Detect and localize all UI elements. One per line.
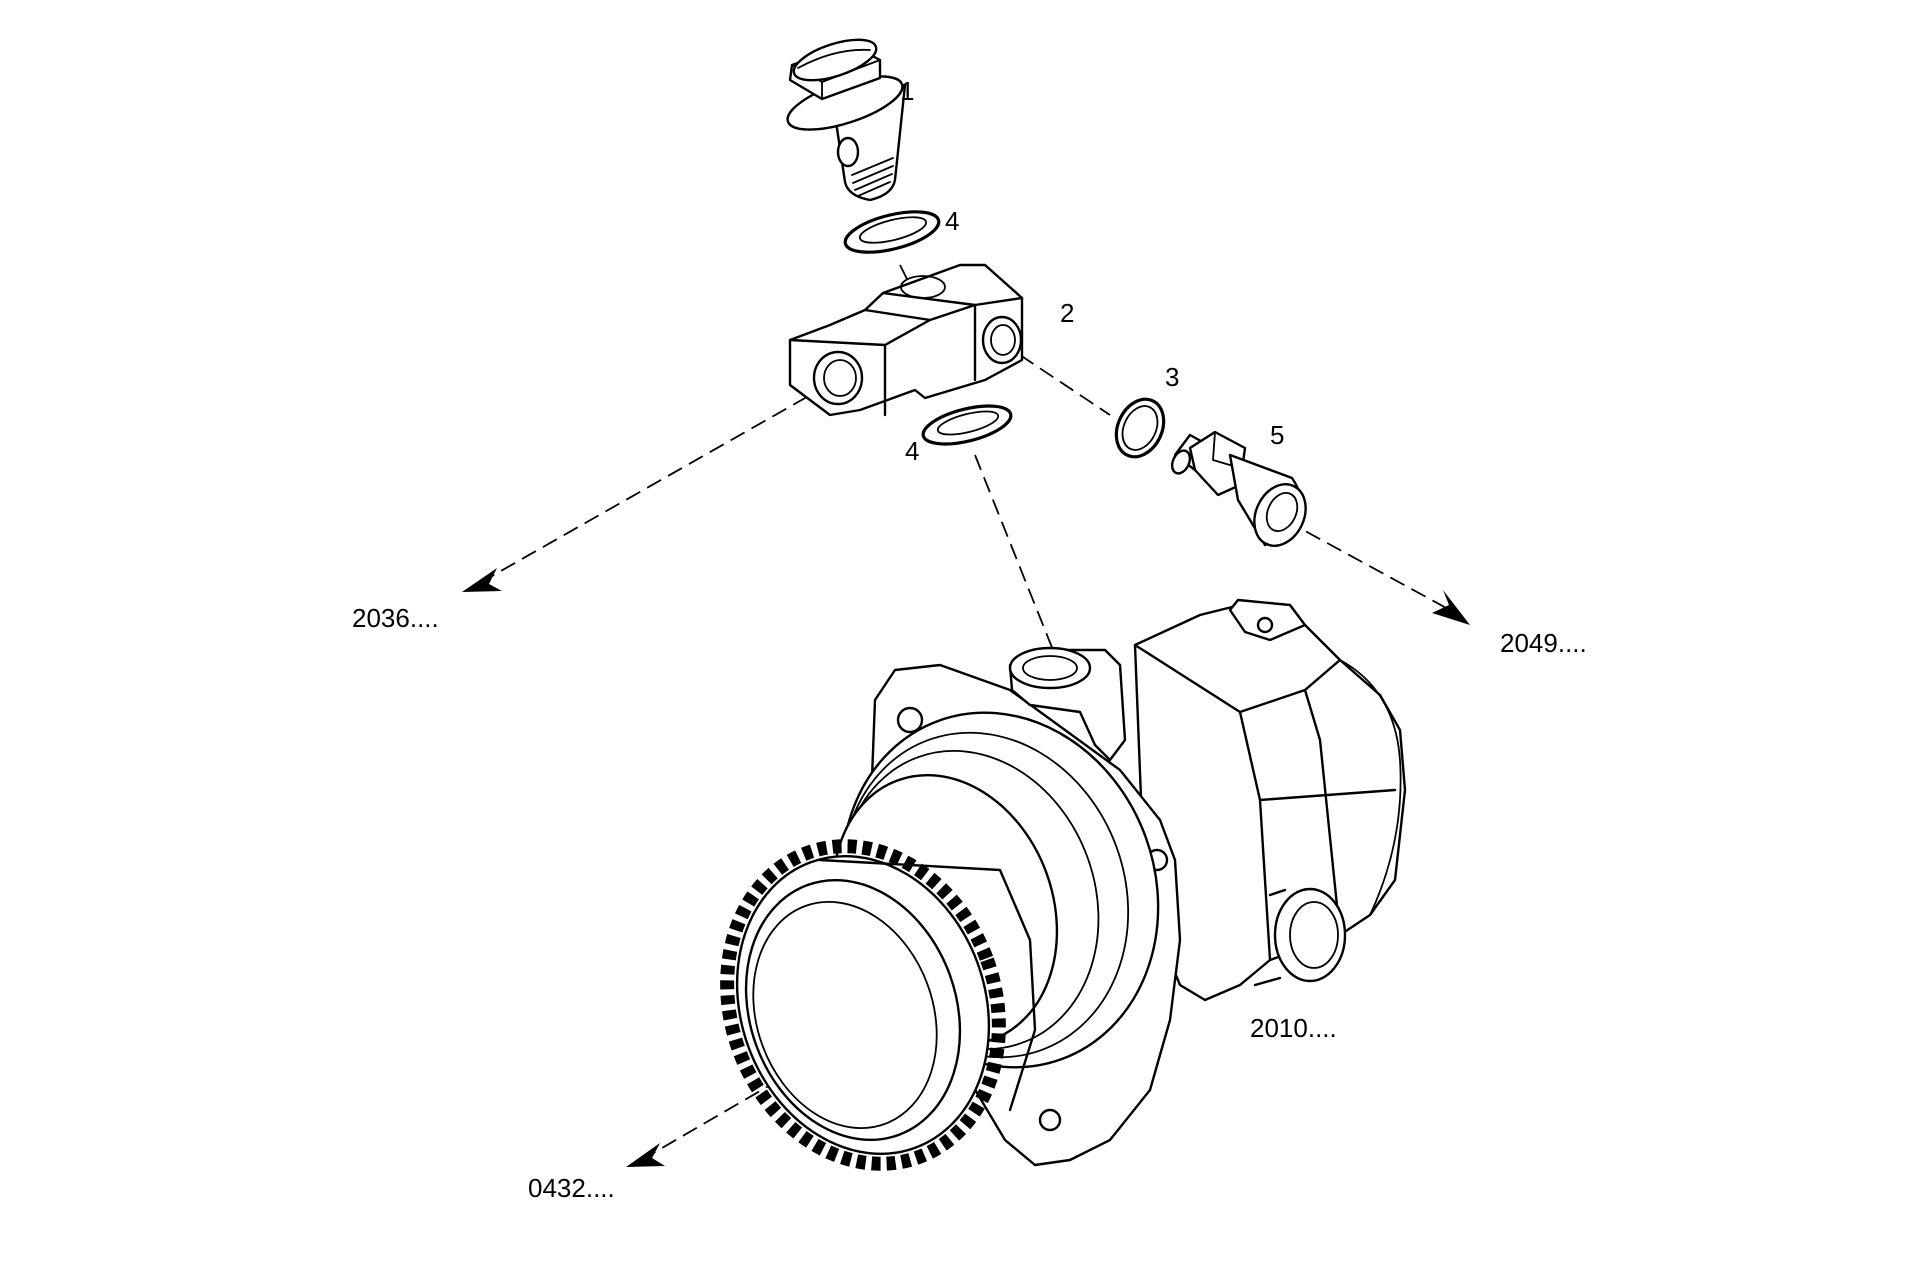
washer-inner <box>859 216 927 244</box>
leader-2049 <box>1019 354 1111 416</box>
o-ring-inner <box>1121 405 1159 451</box>
pump-assembly <box>720 598 1407 1171</box>
flange-hole-top <box>896 706 924 734</box>
bolt-top-rim <box>797 48 871 69</box>
callout-1: 1 <box>900 76 914 106</box>
arrow-2049 <box>1432 590 1470 625</box>
pump-rear-cap <box>1339 659 1402 916</box>
washer-inner <box>936 410 1000 436</box>
drive-gear-bore <box>752 901 938 1129</box>
bolt-threads <box>851 157 894 197</box>
banjo-fitting <box>788 263 1024 417</box>
o-ring-outer <box>1114 397 1166 459</box>
callout-5: 5 <box>1270 420 1284 450</box>
callout-2: 2 <box>1060 298 1074 328</box>
pump-inlet-port-inner <box>1022 655 1078 681</box>
reference-2049: 2049.... <box>1500 628 1587 658</box>
callout-labels: 1 2 3 4 4 5 <box>900 76 1284 466</box>
washer-outer <box>921 404 1013 446</box>
reference-labels: 2036.... 2049.... 2010.... 0432.... <box>352 603 1587 1203</box>
pump-side-boss-body <box>1253 888 1287 987</box>
arrow-0432 <box>626 1143 665 1167</box>
leader-2036 <box>484 384 829 581</box>
drive-gear-teeth <box>720 839 1006 1171</box>
reference-2036: 2036.... <box>352 603 439 633</box>
fitting-right-port-inner <box>990 324 1016 356</box>
pump-inlet-port <box>1008 646 1092 690</box>
pump-side-boss <box>1273 887 1347 983</box>
pump-side-boss-inner <box>1289 901 1339 969</box>
drive-gear-tooth-face <box>818 858 1037 1112</box>
valve-hex <box>1188 430 1247 497</box>
drive-gear-rim <box>744 878 962 1142</box>
reference-0432: 0432.... <box>528 1173 615 1203</box>
flange-hole-bottom <box>1038 1108 1062 1132</box>
fitting-top-hole <box>900 275 946 299</box>
bolt-cross-hole <box>836 136 860 168</box>
washer-outer <box>843 210 941 254</box>
fitting-edge-top <box>863 291 977 322</box>
o-ring <box>1114 397 1166 459</box>
callout-3: 3 <box>1165 362 1179 392</box>
leader-washer-to-pump <box>974 454 1056 656</box>
leader-2049-lower <box>1284 519 1451 611</box>
valve-adapter <box>1170 430 1307 547</box>
banjo-bolt <box>786 38 907 202</box>
valve-tip-end <box>1170 449 1192 475</box>
fitting-left-port-inner <box>823 359 857 397</box>
valve-outlet-inner <box>1265 492 1299 532</box>
pump-top-lug-hole <box>1256 616 1274 634</box>
callout-4-upper: 4 <box>945 206 959 236</box>
lower-sealing-washer <box>921 404 1013 446</box>
arrowheads <box>462 568 1470 1167</box>
callout-4-lower: 4 <box>905 436 919 466</box>
arrow-2036 <box>462 568 502 592</box>
reference-2010: 2010.... <box>1250 1013 1337 1043</box>
upper-sealing-washer <box>843 210 941 254</box>
valve-outlet <box>1253 483 1307 547</box>
pump-rear-edges <box>1133 643 1397 962</box>
